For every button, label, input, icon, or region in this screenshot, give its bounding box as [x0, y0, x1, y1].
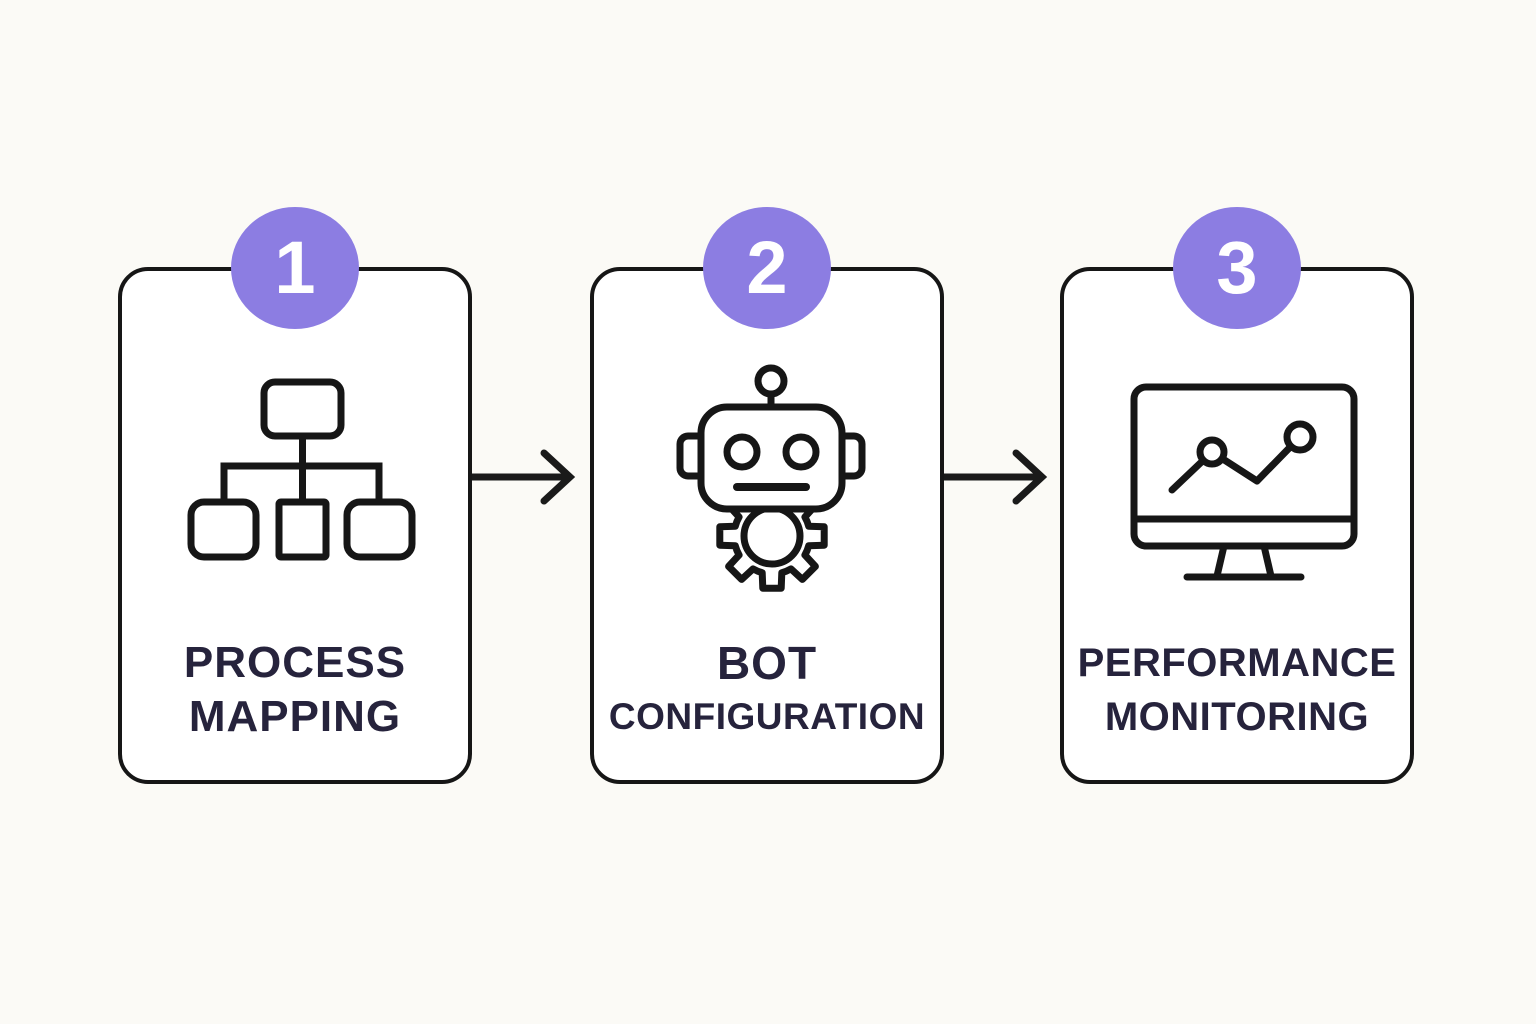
- step-title-line2: MAPPING: [188, 692, 402, 741]
- arrow-right-icon: [944, 449, 1048, 505]
- step-title: PROCESS MAPPING: [122, 636, 468, 744]
- step-number-badge: 2: [703, 207, 831, 329]
- step-card-process-mapping: 1 PROCESS MAPPING: [118, 207, 472, 784]
- step-number: 1: [274, 226, 316, 309]
- step-title-line1: PERFORMANCE: [1077, 641, 1397, 685]
- step-title-line2: CONFIGURATION: [608, 696, 926, 737]
- step-card-performance-monitoring: 3 PERFORMANCE MONITORING: [1060, 207, 1414, 784]
- step-title-line1: PROCESS: [183, 638, 407, 687]
- step-number: 2: [746, 226, 788, 309]
- step-title: PERFORMANCE MONITORING: [1064, 636, 1410, 744]
- step-number: 3: [1216, 226, 1258, 309]
- step-title-line2: MONITORING: [1104, 695, 1370, 739]
- step-number-badge: 3: [1173, 207, 1301, 329]
- arrow-right-icon: [472, 449, 576, 505]
- step-card-bot-configuration: 2 BOT CONFIGURATION: [590, 207, 944, 784]
- step-title: BOT CONFIGURATION: [594, 636, 940, 744]
- step-title-line1: BOT: [716, 637, 818, 689]
- step-number-badge: 1: [231, 207, 359, 329]
